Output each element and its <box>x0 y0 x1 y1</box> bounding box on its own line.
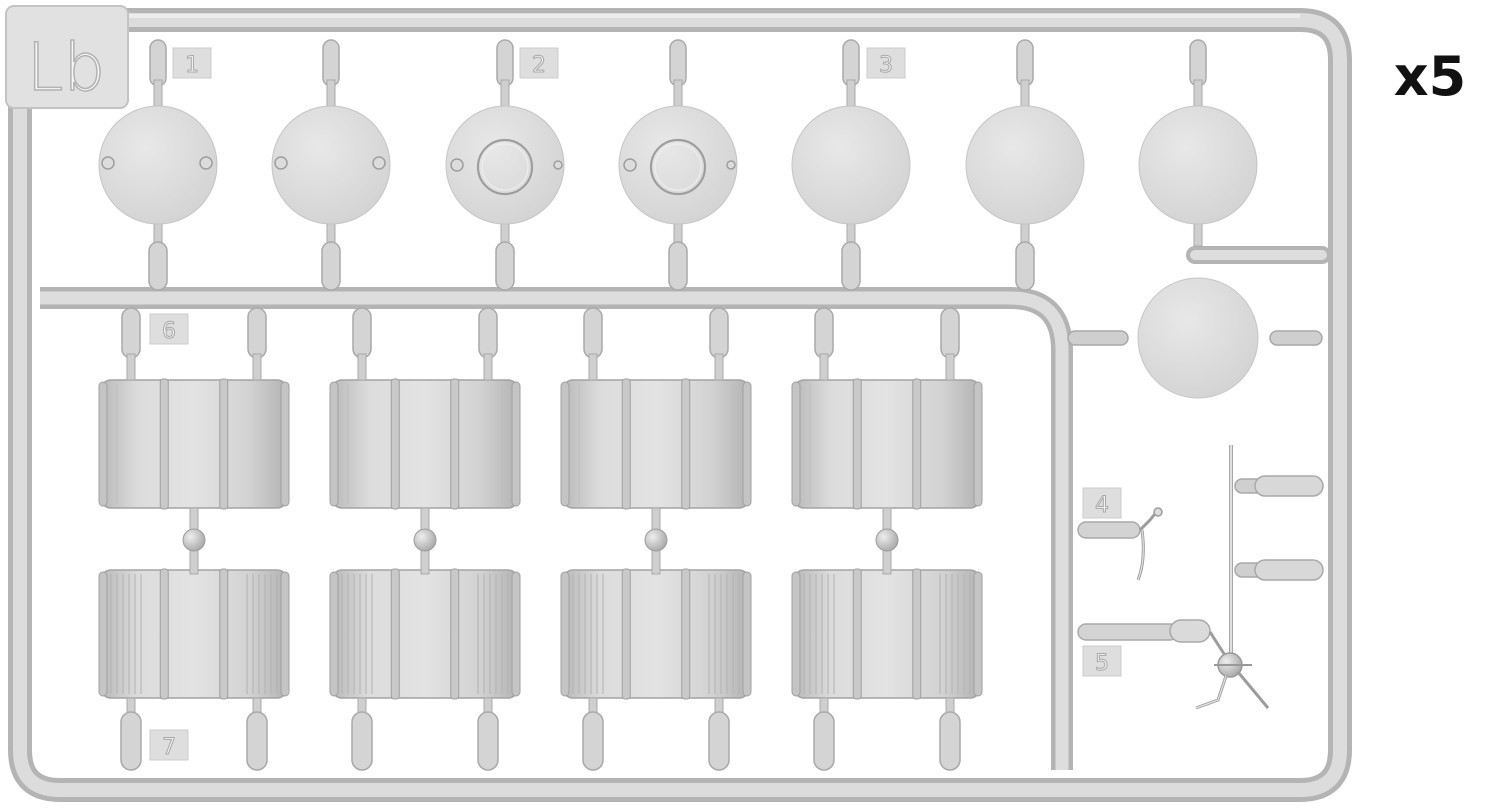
oil-drum <box>791 568 983 700</box>
barrel-lid <box>98 105 218 225</box>
part-number-tag: 1 <box>172 47 212 79</box>
part-number: 4 <box>1095 493 1109 518</box>
part-number-tag: 5 <box>1082 645 1122 677</box>
lid-gate <box>1015 39 1035 291</box>
sprue-label-tab: Lb <box>5 5 129 109</box>
oil-drum <box>329 378 521 510</box>
part-number: 6 <box>162 319 176 344</box>
lid-gate <box>148 39 168 291</box>
part-number-tag: 6 <box>149 313 189 345</box>
drum-gate <box>582 307 730 771</box>
part-number-tag: 3 <box>866 47 906 79</box>
oil-drum <box>329 568 521 700</box>
lid-gate <box>841 39 861 291</box>
part-number-tag: 4 <box>1082 487 1122 519</box>
drum-gate <box>351 307 499 771</box>
part-number: 1 <box>185 53 199 78</box>
tap-parts <box>1067 277 1324 710</box>
part-number: 5 <box>1095 651 1109 676</box>
drum-gate <box>813 307 961 771</box>
barrel-lid <box>1138 105 1258 225</box>
oil-drum <box>98 568 290 700</box>
barrel-lid <box>271 105 391 225</box>
barrel-lid <box>445 105 565 225</box>
barrel-lid <box>791 105 911 225</box>
drum-gate <box>120 307 268 771</box>
oil-drum <box>560 378 752 510</box>
quantity-label: x5 <box>1394 45 1466 108</box>
barrel-lid <box>618 105 738 225</box>
part-number-tag: 7 <box>149 729 189 761</box>
lid-gate <box>1189 39 1207 247</box>
part-number: 7 <box>162 735 176 760</box>
oil-drum <box>791 378 983 510</box>
lid-gate <box>321 39 341 291</box>
barrel-lid <box>965 105 1085 225</box>
oil-drum <box>98 378 290 510</box>
oil-drum <box>560 568 752 700</box>
part-number: 3 <box>879 53 893 78</box>
lid-gate <box>495 39 515 291</box>
part-number-tag: 2 <box>519 47 559 79</box>
sprue-label: Lb <box>27 29 106 106</box>
inner-runners <box>40 246 1331 770</box>
part-number: 2 <box>532 53 546 78</box>
